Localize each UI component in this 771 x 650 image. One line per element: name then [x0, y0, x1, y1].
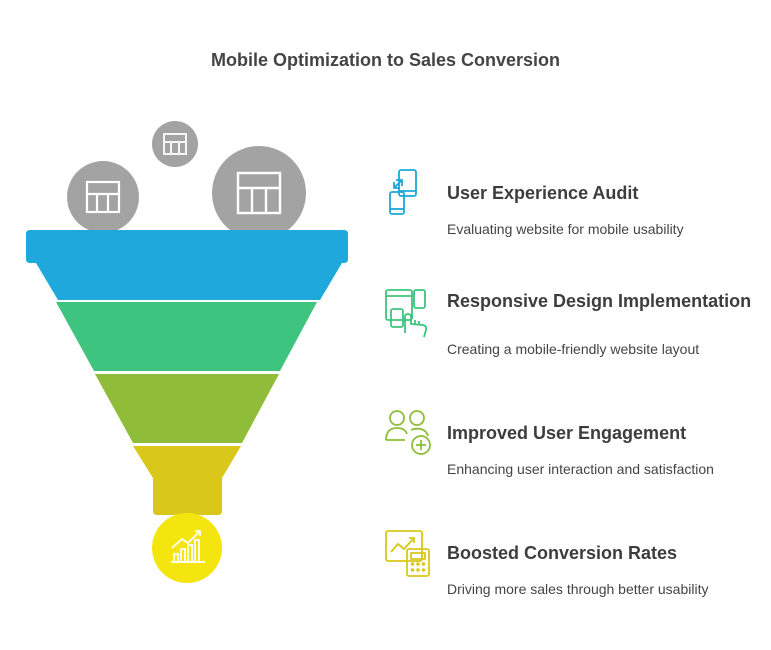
- layout-grid-icon: [85, 180, 121, 214]
- input-circle-left: [67, 161, 139, 233]
- step-title: Improved User Engagement: [447, 423, 687, 443]
- users-add-icon: [385, 410, 431, 455]
- step-improved-engagement: Improved User Engagement Enhancing user …: [383, 408, 763, 488]
- diagram-title: Mobile Optimization to Sales Conversion: [210, 50, 561, 70]
- step-description: Creating a mobile-friendly website layou…: [447, 341, 700, 357]
- responsive-devices-touch-icon: [385, 289, 428, 338]
- chart-calculator-icon: [385, 530, 430, 577]
- step-description: Evaluating website for mobile usability: [447, 221, 684, 237]
- step-responsive-design: Responsive Design Implementation Creatin…: [383, 287, 763, 367]
- step-title: Boosted Conversion Rates: [447, 543, 678, 563]
- funnel-layer-2: [56, 302, 317, 371]
- step-description: Enhancing user interaction and satisfact…: [447, 461, 714, 477]
- funnel-layer-3: [95, 374, 279, 443]
- step-title: Responsive Design Implementation: [447, 291, 752, 311]
- output-circle: [152, 513, 222, 583]
- mobile-tablet-sync-icon: [389, 169, 417, 215]
- layout-grid-icon: [236, 171, 282, 215]
- funnel-layer-4: [133, 446, 241, 515]
- step-description: Driving more sales through better usabil…: [447, 581, 709, 597]
- step-user-experience-audit: User Experience Audit Evaluating website…: [383, 168, 763, 248]
- step-title: User Experience Audit: [447, 183, 639, 203]
- growth-chart-icon: [171, 530, 205, 563]
- step-boosted-conversion: Boosted Conversion Rates Driving more sa…: [383, 528, 763, 608]
- input-circle-small: [152, 121, 198, 167]
- layout-grid-icon: [163, 133, 187, 155]
- funnel-layer-1: [26, 230, 348, 300]
- input-circle-large: [212, 146, 306, 240]
